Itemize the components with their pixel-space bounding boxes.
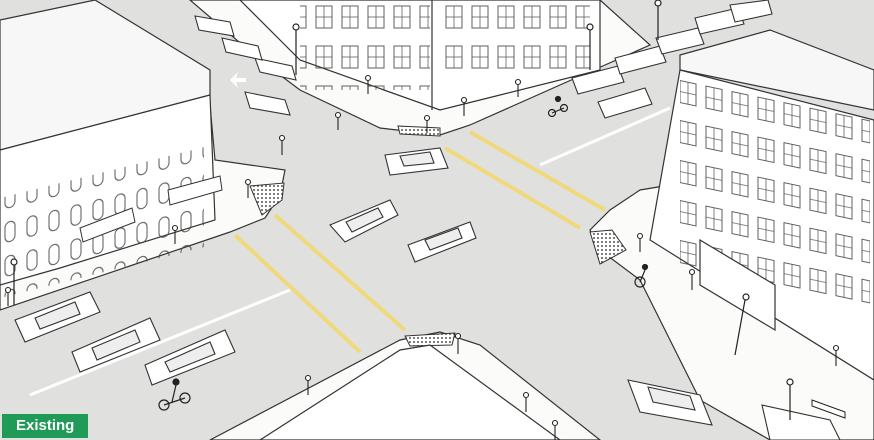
pedestrian-10	[636, 232, 644, 252]
cars	[14, 0, 841, 440]
building-northwest	[0, 0, 223, 298]
cyclist-west	[158, 378, 191, 411]
car-nw-2	[254, 57, 297, 81]
car-nw-3	[221, 37, 263, 61]
pedestrian-9	[514, 78, 522, 97]
curb-ramp-n	[397, 125, 441, 137]
pedestrian-11	[688, 268, 696, 290]
street-lamp-4	[654, 0, 662, 40]
car-ne-2	[571, 65, 625, 95]
building-north	[239, 0, 601, 111]
pedestrian-2	[334, 111, 342, 130]
street-lamp-2	[292, 23, 300, 75]
street-lamp-1	[10, 258, 18, 305]
lane-line-west	[29, 288, 291, 397]
bench	[811, 399, 846, 419]
pedestrian-8	[460, 96, 468, 116]
street-lamp-6	[786, 378, 794, 420]
curb-ramp-e	[589, 229, 627, 265]
cyclists	[158, 95, 649, 411]
street-lamp-5	[734, 293, 750, 356]
pedestrian-3	[364, 74, 372, 94]
road-arrow-marking	[230, 72, 246, 88]
building-east	[649, 29, 874, 381]
car-west-1	[14, 291, 101, 343]
car-se-2	[761, 404, 841, 440]
pedestrian-13	[304, 374, 312, 395]
car-nw-4	[194, 15, 235, 37]
pedestrian-16	[551, 419, 559, 440]
curb-ramp-nw	[249, 182, 285, 216]
lane-line-east	[539, 106, 671, 167]
car-ne-6	[729, 0, 773, 23]
street-lamp-3	[586, 23, 594, 70]
cyclist-north	[547, 95, 569, 118]
building-south	[258, 344, 562, 440]
car-ne-4	[655, 27, 705, 55]
pedestrian-1	[278, 134, 286, 155]
existing-badge: Existing	[2, 414, 89, 438]
car-ne-1	[597, 87, 653, 119]
pedestrian-7	[423, 114, 431, 133]
pedestrian-5	[171, 224, 179, 244]
car-west-2	[71, 317, 161, 373]
curb-ramp-s	[404, 332, 456, 347]
car-ne-5	[694, 7, 745, 35]
car-center-1	[329, 199, 399, 243]
pedestrians	[4, 74, 840, 440]
pedestrian-4	[244, 178, 252, 198]
wheelchair-user	[634, 263, 649, 288]
car-west-3	[144, 329, 236, 386]
car-ne-3	[614, 45, 667, 75]
pedestrian-6	[4, 286, 12, 306]
car-se-1	[627, 379, 713, 426]
pedestrian-15	[832, 344, 840, 366]
car-north-turn	[384, 147, 449, 176]
car-center-2	[407, 221, 477, 263]
street-lamps	[10, 0, 794, 420]
car-nw-1	[244, 91, 291, 116]
pedestrian-14	[522, 391, 530, 412]
pedestrian-12	[454, 332, 462, 354]
yellow-center-lines	[233, 130, 607, 354]
